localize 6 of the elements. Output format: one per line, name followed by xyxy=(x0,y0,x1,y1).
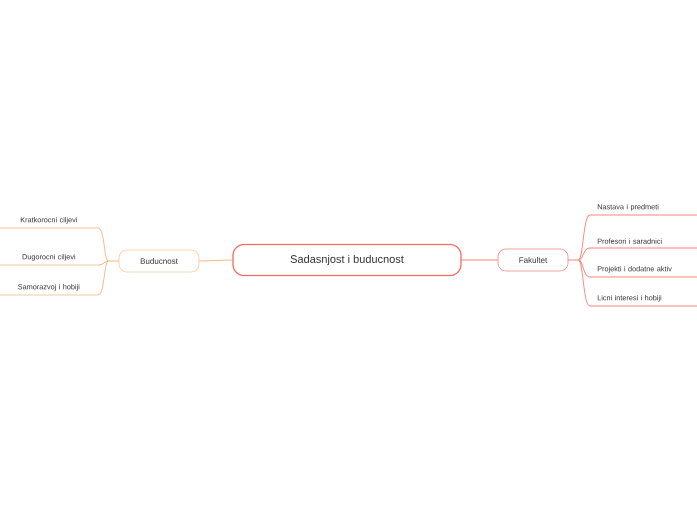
branch-line xyxy=(568,260,590,306)
branch-line xyxy=(198,260,233,262)
central-topic-box: Sadasnjost i buducnost xyxy=(232,244,462,276)
topic-box: Fakultet xyxy=(498,248,568,272)
topic-box: Buducnost xyxy=(118,250,200,272)
branch-line xyxy=(98,260,120,296)
